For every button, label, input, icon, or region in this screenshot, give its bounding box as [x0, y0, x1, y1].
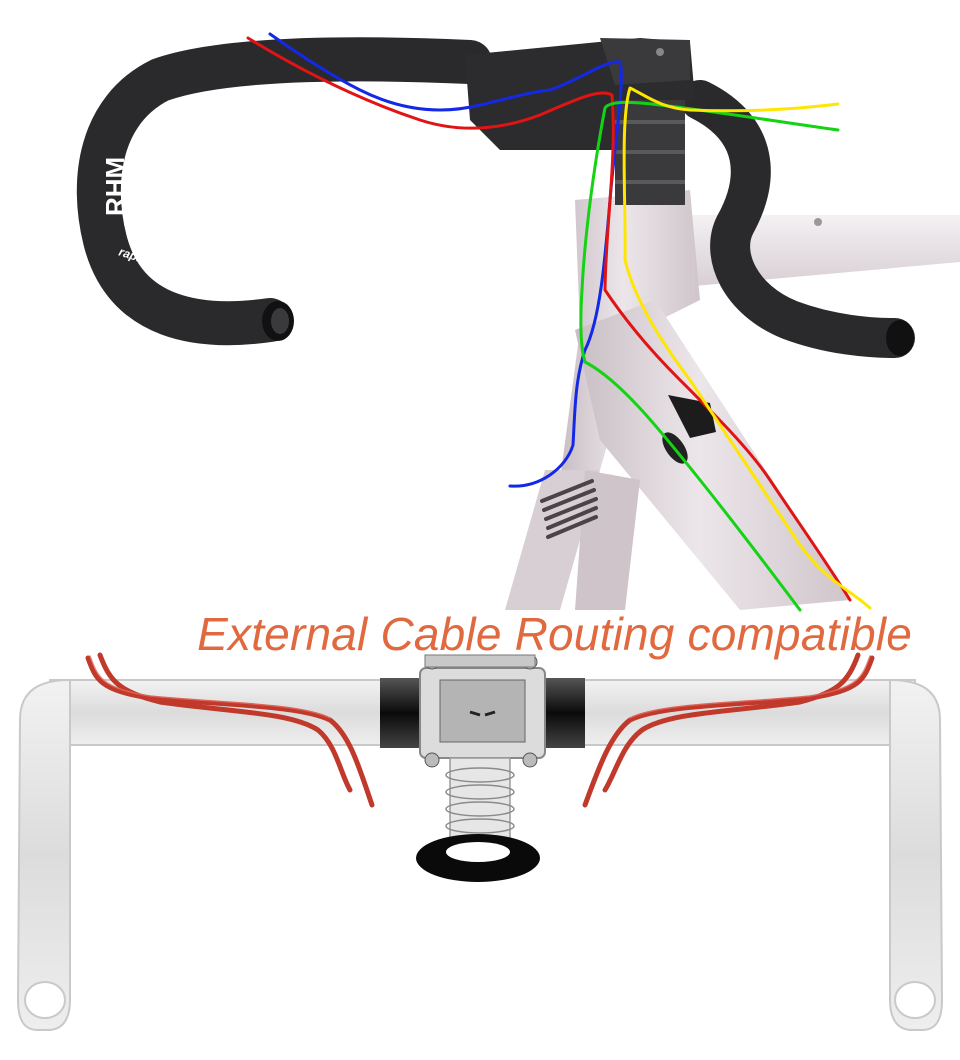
- cable-blue: [268, 32, 623, 488]
- cable-routes: [246, 32, 872, 612]
- feature-headline: External Cable Routing compatible: [197, 608, 912, 660]
- black-ring-icon: [416, 834, 540, 882]
- cutaway-bar-diagram: [16, 652, 944, 1031]
- cable-red: [246, 36, 852, 602]
- cable-yellow: [622, 86, 872, 610]
- carbon-handlebar: RHM rapid hand movement: [76, 37, 915, 358]
- bar-brand-logo: RHM: [100, 157, 130, 216]
